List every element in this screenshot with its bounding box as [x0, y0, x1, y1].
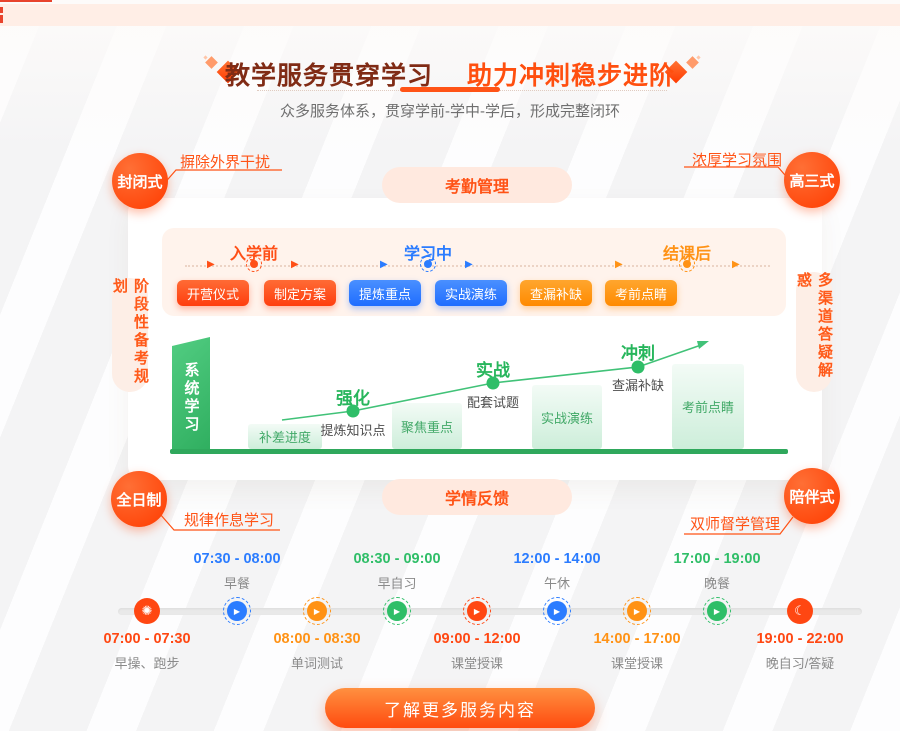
phase-step-button[interactable]: 开营仪式 [177, 280, 249, 306]
stage-box: 补差进度 [248, 424, 322, 449]
phase-step-button[interactable]: 查漏补缺 [520, 280, 592, 306]
play-icon: ▶ [303, 597, 331, 625]
schedule-item: 09:00 - 12:00 课堂授课 [412, 631, 542, 672]
callout-bottom-left: 规律作息学习 [184, 512, 275, 529]
callout-top-right: 浓厚学习氛围 [692, 152, 783, 169]
moon-icon: ☾ [787, 598, 813, 624]
corner-decor-line [0, 0, 52, 2]
milestone-subtitle: 查漏补缺 [611, 378, 664, 393]
title-accent-underline [400, 87, 500, 92]
schedule-label: 单词测试 [290, 656, 343, 671]
chart-axis-label: 系统学习 [172, 337, 210, 453]
schedule-time: 14:00 - 17:00 [593, 631, 681, 647]
phase-dot-icon [679, 256, 695, 272]
phase-dot-icon [420, 256, 436, 272]
schedule-time: 17:00 - 19:00 [673, 551, 761, 567]
milestone-title: 冲刺 [621, 344, 655, 363]
corner-decor-mark [0, 7, 3, 13]
schedule-label: 课堂授课 [450, 656, 503, 671]
arrow-right-icon: ▶ [732, 259, 740, 270]
phase-step-button[interactable]: 提炼重点 [349, 280, 421, 306]
schedule-label: 晚自习/答疑 [765, 656, 835, 671]
schedule-label: 晚餐 [703, 576, 730, 591]
schedule-label: 早自习 [377, 576, 417, 591]
phase-step-button[interactable]: 考前点睛 [605, 280, 677, 306]
schedule-time: 07:30 - 08:00 [193, 551, 281, 567]
schedule-item: 17:00 - 19:00 晚餐 [652, 551, 782, 592]
play-icon: ▶ [543, 597, 571, 625]
arrow-right-icon: ▶ [207, 259, 215, 270]
learn-more-button[interactable]: 了解更多服务内容 [325, 688, 595, 728]
arrow-right-icon: ▶ [465, 259, 473, 270]
schedule-item: 14:00 - 17:00 课堂授课 [572, 631, 702, 672]
pill-multichannel-qa: 多渠道答疑解惑 [795, 272, 833, 392]
play-icon: ▶ [383, 597, 411, 625]
phase-label-during-study: 学习中 [403, 246, 452, 263]
schedule-label: 早餐 [223, 576, 250, 591]
section-title-dark: 教学服务贯穿学习 [224, 62, 433, 90]
corner-decor-mark [0, 15, 3, 23]
phase-dot-icon [246, 256, 262, 272]
phase-dotted-line [185, 265, 770, 267]
pill-staged-exam-planning: 阶段性备考规划 [111, 278, 149, 392]
pill-study-feedback: 学情反馈 [382, 479, 572, 515]
pill-attendance-management: 考勤管理 [382, 167, 572, 203]
phase-label-after-course: 结课后 [662, 246, 711, 263]
section-title-orange: 助力冲刺稳步进阶 [467, 62, 676, 90]
schedule-time: 08:00 - 08:30 [273, 631, 361, 647]
phase-label-before-enrollment: 入学前 [229, 246, 278, 263]
phase-step-button[interactable]: 实战演练 [435, 280, 507, 306]
section-subtitle: 众多服务体系，贯穿学前-学中-学后，形成完整闭环 [280, 103, 620, 120]
arrow-right-icon: ▶ [615, 259, 623, 270]
sun-icon: ✺ [134, 598, 160, 624]
schedule-item: 19:00 - 22:00 晚自习/答疑 [735, 631, 865, 672]
milestone-subtitle: 配套试题 [466, 395, 519, 410]
schedule-label: 早操、跑步 [114, 656, 180, 671]
schedule-time: 08:30 - 09:00 [353, 551, 441, 567]
arrow-right-icon: ▶ [380, 259, 388, 270]
callout-top-left: 摒除外界干扰 [180, 154, 271, 171]
phase-step-button[interactable]: 制定方案 [264, 280, 336, 306]
arrow-right-icon: ▶ [291, 259, 299, 270]
chart-baseline [170, 449, 788, 454]
schedule-item: 07:00 - 07:30 早操、跑步 [82, 631, 212, 672]
milestone-title: 实战 [476, 361, 510, 380]
badge-companion-mode: 陪伴式 [784, 468, 840, 524]
schedule-label: 课堂授课 [610, 656, 663, 671]
play-icon: ▶ [463, 597, 491, 625]
schedule-time: 19:00 - 22:00 [756, 631, 844, 647]
play-icon: ▶ [623, 597, 651, 625]
play-icon: ▶ [703, 597, 731, 625]
schedule-item: 07:30 - 08:00 早餐 [172, 551, 302, 592]
milestone-title: 强化 [336, 389, 370, 408]
schedule-time: 07:00 - 07:30 [103, 631, 191, 647]
schedule-item: 08:30 - 09:00 早自习 [332, 551, 462, 592]
play-icon: ▶ [223, 597, 251, 625]
badge-closed-mode: 封闭式 [112, 153, 168, 209]
schedule-item: 08:00 - 08:30 单词测试 [252, 631, 382, 672]
badge-fulltime-mode: 全日制 [111, 471, 167, 527]
badge-gaosan-mode: 高三式 [784, 152, 840, 208]
top-decor-strip [0, 4, 900, 26]
schedule-timeline-bar [118, 608, 862, 615]
schedule-label: 午休 [543, 576, 570, 591]
schedule-time: 12:00 - 14:00 [513, 551, 601, 567]
milestone-subtitle: 提炼知识点 [320, 423, 386, 438]
callout-bottom-right: 双师督学管理 [690, 516, 781, 533]
schedule-item: 12:00 - 14:00 午休 [492, 551, 622, 592]
schedule-time: 09:00 - 12:00 [433, 631, 521, 647]
section-title: 教学服务贯穿学习 助力冲刺稳步进阶 [0, 56, 900, 92]
